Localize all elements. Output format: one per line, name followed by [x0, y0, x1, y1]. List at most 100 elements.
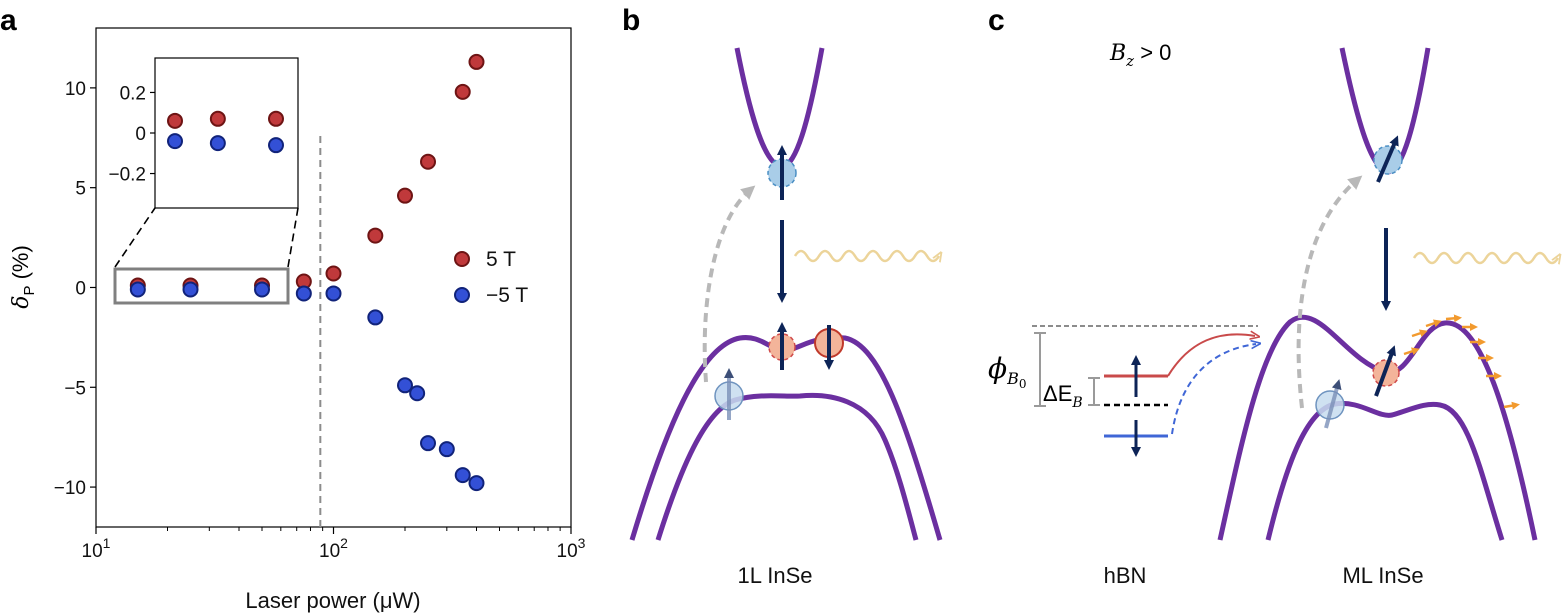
- data-point-minus5T: [325, 285, 342, 302]
- flow-arrow: [1445, 314, 1462, 323]
- inset-frame: [154, 57, 299, 209]
- panel-letter-c: c: [988, 4, 1005, 37]
- data-point-minus5T: [367, 309, 384, 326]
- data-point-minus5T: [396, 377, 413, 394]
- y-axis-label-symbol: δ: [9, 296, 34, 309]
- inset-y-tick-label: 0: [135, 124, 146, 145]
- x-tick-base: 10: [82, 541, 103, 562]
- hole-flow-arrows: [1403, 314, 1520, 410]
- y-axis-label: δP (%): [8, 245, 38, 309]
- data-point-minus5T: [182, 281, 199, 298]
- band-diagram-c: Bz > 0 ϕB0 ΔEB: [988, 40, 1558, 588]
- data-point-5T: [468, 53, 485, 70]
- flow-arrow: [1411, 329, 1428, 338]
- inset-y-tick-label: −0.2: [108, 165, 146, 186]
- y-axis-label-unit: (%): [8, 245, 33, 285]
- data-point-5T: [420, 153, 437, 170]
- data-point-minus5T: [295, 285, 312, 302]
- phi-subsub: 0: [1019, 377, 1027, 391]
- x-tick-exponent: 2: [340, 535, 348, 551]
- inset-point-5T: [268, 110, 284, 127]
- delta-sub: B: [1071, 395, 1082, 411]
- inset-point-minus5T: [167, 133, 183, 150]
- flow-arrow: [1425, 319, 1442, 328]
- inset-point-minus5T: [209, 135, 226, 152]
- data-points: [129, 53, 485, 492]
- x-tick-label: 102: [319, 535, 348, 562]
- x-tick-exponent: 3: [578, 535, 586, 551]
- band-diagram-b: 1L InSe: [629, 47, 943, 588]
- panel-letter-b: b: [622, 4, 640, 37]
- field-symbol: B: [1109, 41, 1126, 66]
- legend-marker-minus5T: [454, 287, 470, 303]
- excitation-arrow-c: [1296, 175, 1363, 409]
- lower-band-spin-c: [1324, 379, 1342, 429]
- y-tick-label: 5: [75, 179, 86, 200]
- data-point-minus5T: [409, 385, 426, 402]
- field-relation: > 0: [1134, 40, 1171, 65]
- conduction-band-b: [734, 47, 825, 170]
- y-tick-label: 10: [65, 79, 86, 100]
- data-point-minus5T: [454, 467, 471, 484]
- zoom-connector-left: [114, 207, 156, 268]
- flow-arrow: [1503, 401, 1520, 410]
- data-point-5T: [325, 265, 342, 282]
- x-tick-base: 10: [319, 541, 340, 562]
- data-point-minus5T: [254, 281, 271, 298]
- delta-label: ΔEB: [1043, 381, 1083, 411]
- valence-band-lower-b: [655, 392, 919, 541]
- legend-label-5T: 5 T: [486, 248, 516, 271]
- y-axis-label-sub: P: [21, 286, 38, 296]
- caption-b: 1L InSe: [737, 563, 812, 588]
- x-tick-label: 103: [557, 535, 586, 562]
- x-tick-exponent: 1: [103, 535, 111, 551]
- emission-wave-c: [1412, 253, 1558, 263]
- data-point-minus5T: [420, 435, 437, 452]
- zoom-box: [113, 267, 290, 305]
- panel-letter-a: a: [0, 4, 17, 37]
- valence-band-upper-b: [629, 335, 943, 541]
- valence-band-lower-c: [1265, 400, 1505, 541]
- delta-symbol: ΔE: [1043, 381, 1072, 406]
- legend: 5 T −5 T: [454, 248, 528, 307]
- inset-point-5T: [209, 110, 226, 127]
- valence-band-upper-c: [1217, 314, 1538, 541]
- caption-hbn: hBN: [1104, 563, 1147, 588]
- legend-marker-5T: [454, 251, 470, 267]
- y-tick-label: −10: [54, 478, 86, 499]
- x-axis-label: Laser power (μW): [245, 588, 420, 613]
- data-point-minus5T: [129, 281, 146, 298]
- hole-spin-c: [1374, 345, 1396, 397]
- x-tick-label: 101: [82, 535, 111, 562]
- tunneling-arrow-red: [1167, 334, 1255, 377]
- data-point-minus5T: [438, 441, 455, 458]
- caption-ml-inse: ML InSe: [1342, 563, 1423, 588]
- inset-y-ticks: 0.2 0 −0.2: [108, 83, 155, 186]
- field-sub: z: [1125, 52, 1134, 70]
- field-condition: Bz > 0: [1109, 40, 1171, 70]
- y-axis-ticks: 10 5 0 −5 −10: [54, 79, 96, 499]
- data-point-5T: [454, 83, 471, 100]
- emission-wave-b: [793, 251, 939, 261]
- electron-spin-c: [1376, 135, 1399, 183]
- phi-symbol: ϕ: [988, 352, 1007, 385]
- inset-point-5T: [167, 112, 183, 129]
- data-point-5T: [367, 227, 384, 244]
- y-tick-label: −5: [64, 378, 86, 399]
- data-point-5T: [396, 187, 413, 204]
- inset-y-tick-label: 0.2: [120, 83, 146, 104]
- data-point-minus5T: [468, 475, 485, 492]
- inset-data-points: [167, 110, 284, 154]
- phi-sub: B: [1006, 369, 1019, 388]
- tunneling-arrow-blue: [1171, 344, 1256, 435]
- legend-label-minus5T: −5 T: [486, 284, 528, 307]
- excitation-arrow-b: [702, 185, 756, 383]
- zoom-connector-right: [287, 207, 299, 268]
- y-tick-label: 0: [75, 278, 86, 299]
- inset-point-minus5T: [268, 137, 284, 154]
- inset-plot: 0.2 0 −0.2: [108, 57, 299, 209]
- phi-label: ϕB0: [988, 352, 1027, 391]
